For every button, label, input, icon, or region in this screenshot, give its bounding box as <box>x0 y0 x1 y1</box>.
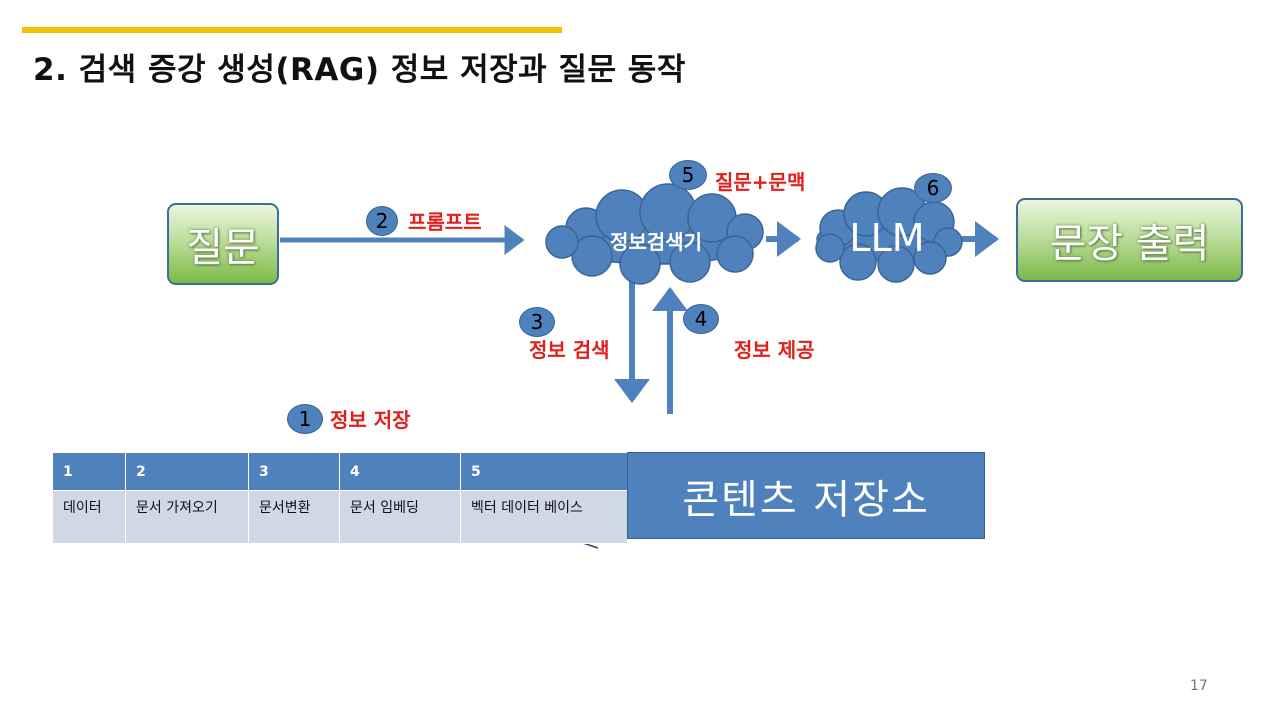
step-badge-1: 1 <box>287 404 323 434</box>
llm-label: LLM <box>849 216 925 260</box>
table-row: 데이터 문서 가져오기 문서변환 문서 임베딩 벡터 데이터 베이스 <box>52 490 628 544</box>
step-label-store: 정보 저장 <box>330 408 411 432</box>
slide-title: 2. 검색 증강 생성(RAG) 정보 저장과 질문 동작 <box>33 52 686 88</box>
retriever-cloud-shape <box>545 183 764 285</box>
table-header-cell: 2 <box>125 452 249 491</box>
table-cell: 벡터 데이터 베이스 <box>460 490 628 544</box>
step-badge-2: 2 <box>366 206 398 236</box>
table-cell: 문서 가져오기 <box>125 490 249 544</box>
table-header-cell: 5 <box>460 452 628 491</box>
step-label-question-context: 질문+문맥 <box>715 170 806 194</box>
step-badge-6: 6 <box>914 173 952 203</box>
step-badge-3: 3 <box>519 307 555 337</box>
table-header-cell: 4 <box>339 452 461 491</box>
step-label-prompt: 프롬프트 <box>408 210 482 234</box>
table-header-cell: 3 <box>248 452 340 491</box>
table-header-row: 1 2 3 4 5 <box>52 452 628 491</box>
table-cell: 데이터 <box>52 490 126 544</box>
question-box: 질문 <box>167 203 279 285</box>
table-cell: 문서 임베딩 <box>339 490 461 544</box>
table-header-cell: 1 <box>52 452 126 491</box>
table-cell: 문서변환 <box>248 490 340 544</box>
retriever-label: 정보검색기 <box>610 230 702 254</box>
step-badge-5: 5 <box>669 160 707 190</box>
step-badge-4: 4 <box>683 304 719 334</box>
title-accent-bar <box>22 27 562 33</box>
content-storage-box: 콘텐츠 저장소 <box>627 452 985 539</box>
page-number: 17 <box>1190 678 1208 694</box>
step-label-retrieve: 정보 검색 <box>529 338 610 362</box>
step-label-provide: 정보 제공 <box>734 338 815 362</box>
pipeline-table: 1 2 3 4 5 데이터 문서 가져오기 문서변환 문서 임베딩 벡터 데이터… <box>52 452 628 544</box>
llm-cloud-shape <box>815 187 963 283</box>
output-box: 문장 출력 <box>1016 198 1243 282</box>
